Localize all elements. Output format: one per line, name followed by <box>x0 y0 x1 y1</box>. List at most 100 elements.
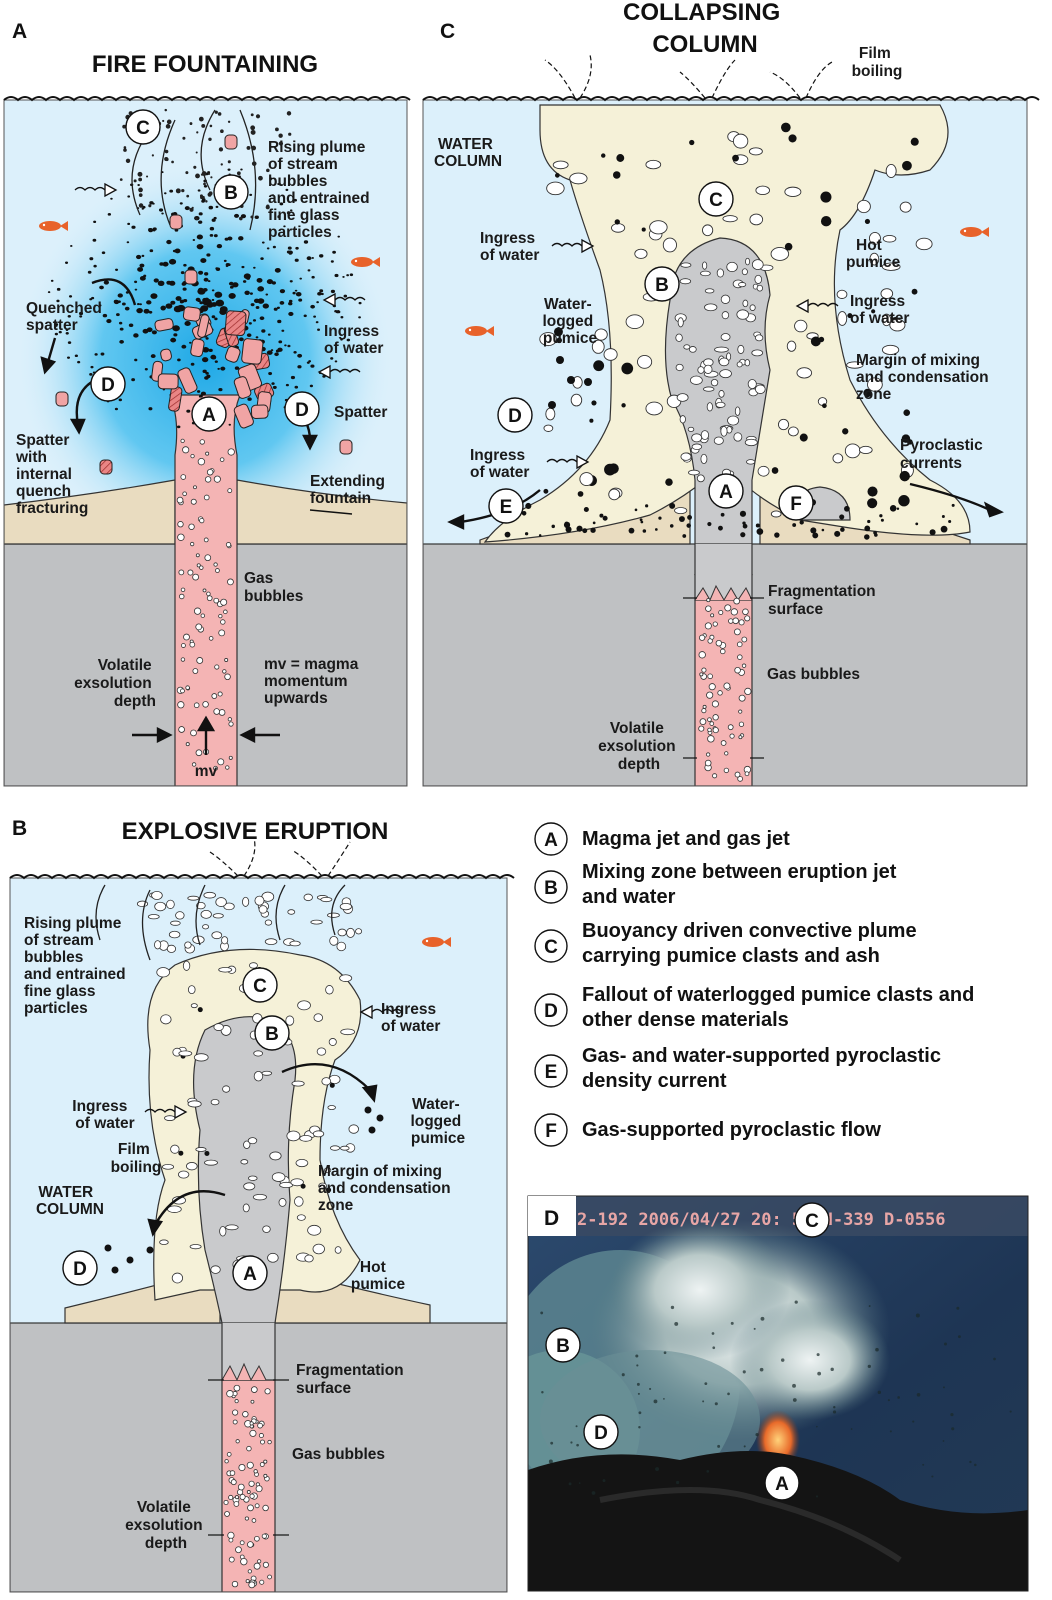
panel-c-pumice-clasts <box>499 122 955 540</box>
panel-a-letter: A <box>12 20 27 43</box>
panel-c-gas-bubbles <box>698 597 752 782</box>
panel-c-magma-conduit <box>694 574 753 786</box>
label-film-boiling-c: Film boiling <box>852 45 903 80</box>
panel-b-water-surface <box>9 874 515 880</box>
panel-b-eruption-jet <box>192 1016 297 1324</box>
marker-a-d-left: D <box>90 366 126 402</box>
panel-a-title: FIRE FOUNTAINING <box>92 51 318 78</box>
legend-marker <box>534 1054 568 1088</box>
legend-item-a: A Magma jet and gas jet <box>534 822 790 856</box>
fish-icon <box>422 937 451 947</box>
panel-b-steam-vents <box>209 837 351 877</box>
label-ingress-c3: Ingress of water <box>470 447 529 481</box>
marker-d-d: D <box>583 1414 619 1450</box>
svg-text:A: A <box>719 482 733 503</box>
svg-text:A: A <box>775 1474 789 1495</box>
panel-a-water-surface <box>3 96 411 102</box>
panel-a-gas-bubbles <box>176 438 235 771</box>
label-hot-pumice-c: Hot pumice <box>846 237 901 271</box>
label-margin-c: Margin of mixing and condensation zone <box>856 352 993 403</box>
svg-text:B: B <box>556 1336 570 1357</box>
legend-marker <box>534 929 568 963</box>
svg-text:D: D <box>101 375 115 396</box>
svg-text:D: D <box>594 1423 608 1444</box>
label-spatter-internal: Spatter with internal quench fracturing <box>15 432 88 517</box>
svg-text:D: D <box>73 1259 87 1280</box>
legend-marker <box>534 870 568 904</box>
label-quenched-spatter: Quenched spatter <box>26 300 106 334</box>
svg-text:A: A <box>202 405 216 426</box>
fish-icon <box>960 227 989 237</box>
svg-text:B: B <box>224 183 238 204</box>
label-volatile-a: Volatile exsolution depth <box>74 657 156 710</box>
marker-c-c: C <box>698 181 734 217</box>
marker-c-e: E <box>488 488 524 524</box>
svg-text:D: D <box>508 406 522 427</box>
svg-text:C: C <box>709 190 723 211</box>
panel-c-steam-vents <box>544 54 833 99</box>
panel-b-ingress-arrows <box>144 1004 403 1120</box>
label-rising-plume-a: Rising plume of stream bubbles and entra… <box>268 139 374 241</box>
label-ingress-b2: Ingress of water <box>72 1098 134 1132</box>
label-ingress-water-a: Ingress of water <box>324 323 383 357</box>
legend-key: B <box>544 878 558 899</box>
label-mv: mv <box>195 763 218 780</box>
marker-b-a: A <box>232 1255 268 1291</box>
label-fragmentation-c: Fragmentation surface <box>768 583 880 618</box>
marker-d-c: C <box>794 1202 830 1238</box>
label-volatile-b: Volatile exsolution depth <box>125 1499 207 1552</box>
svg-text:C: C <box>805 1211 819 1232</box>
panel-b-explosive-eruption: B EXPLOSIVE ERUPTION Rising plume of str… <box>9 817 515 1593</box>
legend-key: A <box>544 830 558 851</box>
marker-a-a: A <box>191 396 227 432</box>
marker-a-b: B <box>213 174 249 210</box>
panel-b-letter: B <box>12 817 27 840</box>
fish-group <box>39 221 989 947</box>
label-water-column-b: WATER COLUMN <box>36 1184 104 1218</box>
label-waterlogged-c: Water- logged pumice <box>542 296 597 347</box>
panel-b-arrows <box>147 1062 378 1237</box>
panel-a-plume-streams <box>131 109 257 231</box>
marker-b-d: D <box>62 1250 98 1286</box>
marker-c-b: B <box>644 266 680 302</box>
panel-b-pumice-clasts <box>104 890 384 1284</box>
legend-key: D <box>544 1001 558 1022</box>
label-gas-bubbles-c: Gas bubbles <box>767 666 860 683</box>
svg-text:C: C <box>136 118 150 139</box>
svg-text:A: A <box>243 1264 257 1285</box>
label-ingress-b1: Ingress of water <box>381 1001 440 1035</box>
marker-d-a: A <box>764 1465 800 1501</box>
marker-c-f: F <box>778 485 814 521</box>
legend-marker <box>534 822 568 856</box>
label-hot-pumice-b: Hot pumice <box>351 1259 406 1293</box>
svg-text:C: C <box>253 976 267 997</box>
label-ingress-c1: Ingress of water <box>480 230 539 264</box>
panel-c-title: COLLAPSING COLUMN <box>623 0 787 58</box>
label-water-column-c: WATER COLUMN <box>434 136 502 170</box>
panel-d-letter: D <box>544 1207 559 1230</box>
label-ingress-c2: Ingress of water <box>850 293 909 327</box>
panel-c-water-surface <box>422 96 1040 102</box>
marker-b-c: C <box>242 967 278 1003</box>
panel-d-photo: D 2-192 2006/04/27 20: 53 H-339 D-0556 C… <box>527 1195 1029 1592</box>
panel-b-gas-bubbles <box>223 1384 272 1589</box>
panel-b-plume-streams <box>95 884 346 961</box>
marker-a-c: C <box>125 109 161 145</box>
marker-c-a: A <box>708 473 744 509</box>
svg-text:B: B <box>655 275 669 296</box>
legend-text: Magma jet and gas jet <box>582 828 790 850</box>
svg-text:B: B <box>265 1024 279 1045</box>
panel-c-letter: C <box>440 20 455 43</box>
marker-d-b: B <box>545 1327 581 1363</box>
legend-key: C <box>544 937 558 958</box>
marker-c-d: D <box>497 397 533 433</box>
fish-icon <box>351 257 380 267</box>
label-extending-fountain: Extending fountain <box>310 473 389 507</box>
panel-a-fire-fountaining: A FIRE FOUNTAINING Rising plume of strea… <box>3 20 411 787</box>
